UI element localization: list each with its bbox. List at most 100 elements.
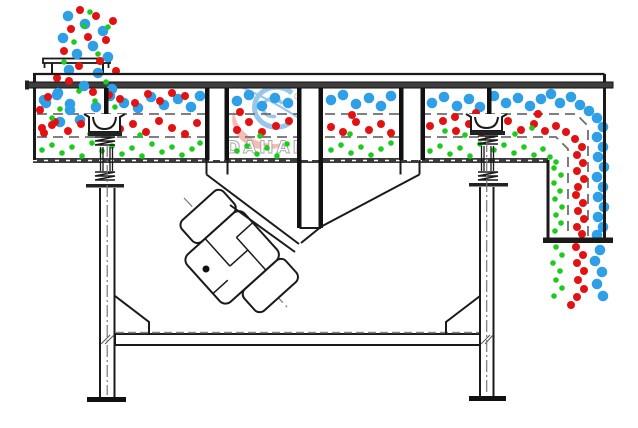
particle-green [512,131,518,137]
motor-detail-line [212,279,229,295]
support-frame [87,140,506,402]
particle-red [156,97,164,105]
particle-green [467,153,473,159]
channel-bottom-flange [543,237,613,243]
particle-blue [63,64,75,76]
particle-red [131,99,139,107]
particle-green [559,285,565,291]
particle-red [574,276,582,284]
particle-red [339,128,347,136]
particle-red [572,243,580,251]
deck-line-1 [37,113,589,236]
spring-plate-left [86,184,124,188]
particle-red [580,285,588,293]
particle-red [38,124,46,132]
particle-red [92,12,100,20]
particle-red [60,47,68,55]
particle-red [327,123,335,131]
particle-green [89,140,95,146]
particle-red [96,57,104,65]
spring-coil-left-top [94,136,116,146]
particle-red [451,113,459,121]
particle-blue [592,151,604,163]
particle-blue [243,89,255,101]
particle-red [233,126,241,134]
particle-green [112,104,118,110]
particle-red [387,129,395,137]
particle-red [53,74,61,82]
particle-red [572,191,580,199]
support-leg-right [469,140,506,401]
particle-green [551,180,557,186]
particle-blue [194,90,206,102]
particle-red [562,128,570,136]
particle-red [109,17,117,25]
particle-green [69,144,75,150]
particle-blue [363,92,375,104]
particle-red [352,118,360,126]
particle-blue [591,112,603,124]
spring-cup-left-inner [92,116,117,131]
particle-blue [282,97,294,109]
deck-line-2 [37,136,569,236]
particle-red [552,122,560,130]
particle-blue [591,278,603,290]
leg-hatch [480,334,491,345]
particle-blue [385,90,397,102]
particle-red [534,110,542,118]
particle-red [168,124,176,132]
particle-green [328,147,334,153]
particle-green [71,39,77,45]
particle-green [129,145,135,151]
particle-blue [554,97,566,109]
particle-green [274,153,280,159]
support-leg-left [87,145,126,402]
rail-left-cap [25,80,29,90]
particle-red [142,128,150,136]
mount-link [300,227,321,244]
particle-red [193,119,201,127]
particle-red [285,117,293,125]
spring-cup-right-base [470,131,505,135]
particle-red [579,199,587,207]
spring-mount-left [83,113,126,188]
particle-red [567,301,575,309]
particle-green [558,172,564,178]
particle-red [578,143,586,151]
spring-plate-right [469,183,508,187]
particle-blue [71,48,83,60]
particle-green [95,51,101,57]
particle-green [447,151,453,157]
particle-green [61,59,67,65]
particle-blue [62,10,74,22]
particle-green [553,244,559,250]
particle-red [168,89,176,97]
particle-green [257,133,263,139]
particle-green [552,196,558,202]
particle-blue [565,91,577,103]
leg-hatch [100,334,111,345]
particle-blue [231,95,243,107]
rib-bar [205,88,210,160]
particle-blue [451,100,463,112]
particle-blue [535,93,547,105]
particle-blue [87,40,99,52]
particle-blue [337,89,349,101]
particle-green [254,151,260,157]
particle-blue [591,171,603,183]
particle-green [557,188,563,194]
screen-decks [37,113,589,236]
particle-blue [438,91,450,103]
particle-green [87,9,93,15]
particle-blue [325,94,337,106]
particle-blue [592,211,604,223]
particle-blue [102,51,114,63]
particle-blue [597,290,609,302]
particle-red [77,120,85,128]
particle-blue [589,255,601,267]
particle-green [244,143,250,149]
vibration-motor [179,188,299,314]
particle-blue [350,98,362,110]
mount-diagonal-right [319,173,420,229]
particle-green [189,146,195,152]
